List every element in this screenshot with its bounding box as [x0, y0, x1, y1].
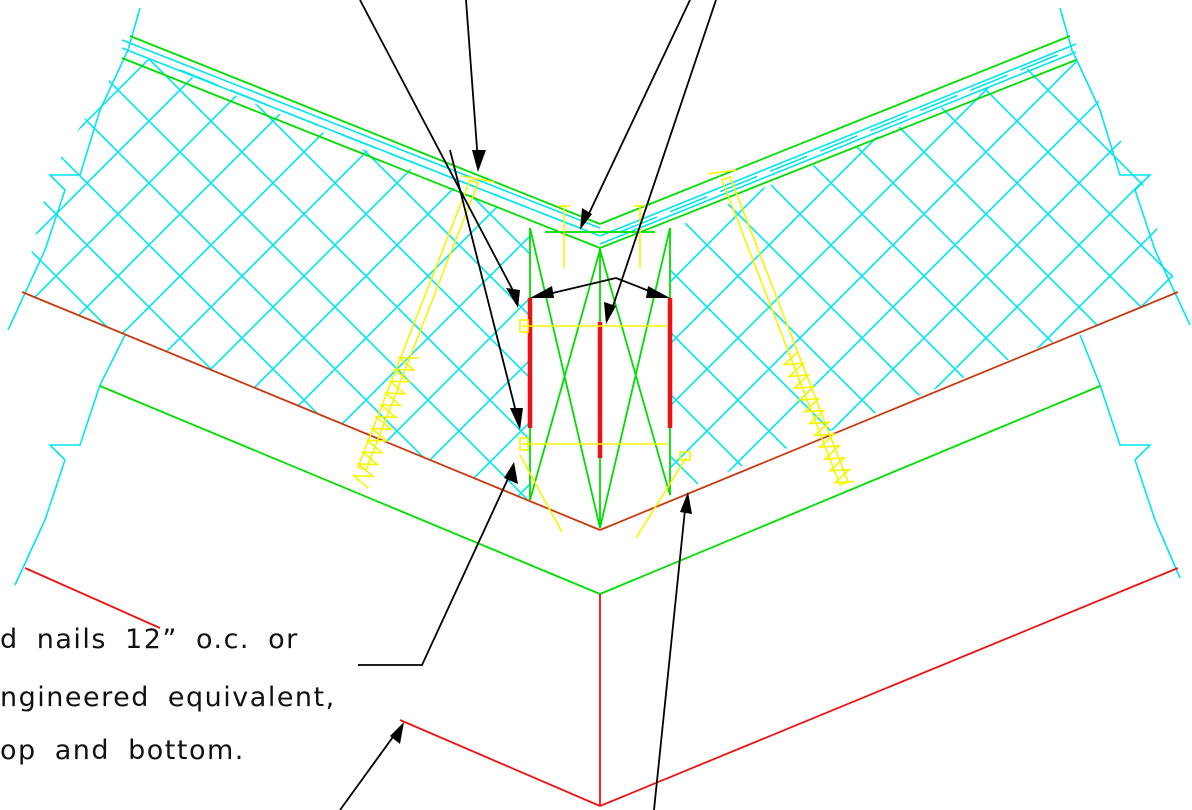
sill-plate-lines [24, 567, 1179, 807]
leader-arrowheads [390, 150, 692, 744]
note-line-2: ngineered equivalent, [0, 682, 336, 713]
spline-nails [527, 298, 673, 458]
leader-lines [339, 0, 717, 810]
framing-lines [99, 35, 1101, 595]
note-line-3: op and bottom. [0, 735, 245, 766]
panel-break-lines [7, 7, 1191, 586]
panel-bottom-edge [21, 291, 1179, 531]
note-line-1: d nails 12” o.c. or [0, 624, 299, 655]
panel-screws [351, 169, 855, 539]
